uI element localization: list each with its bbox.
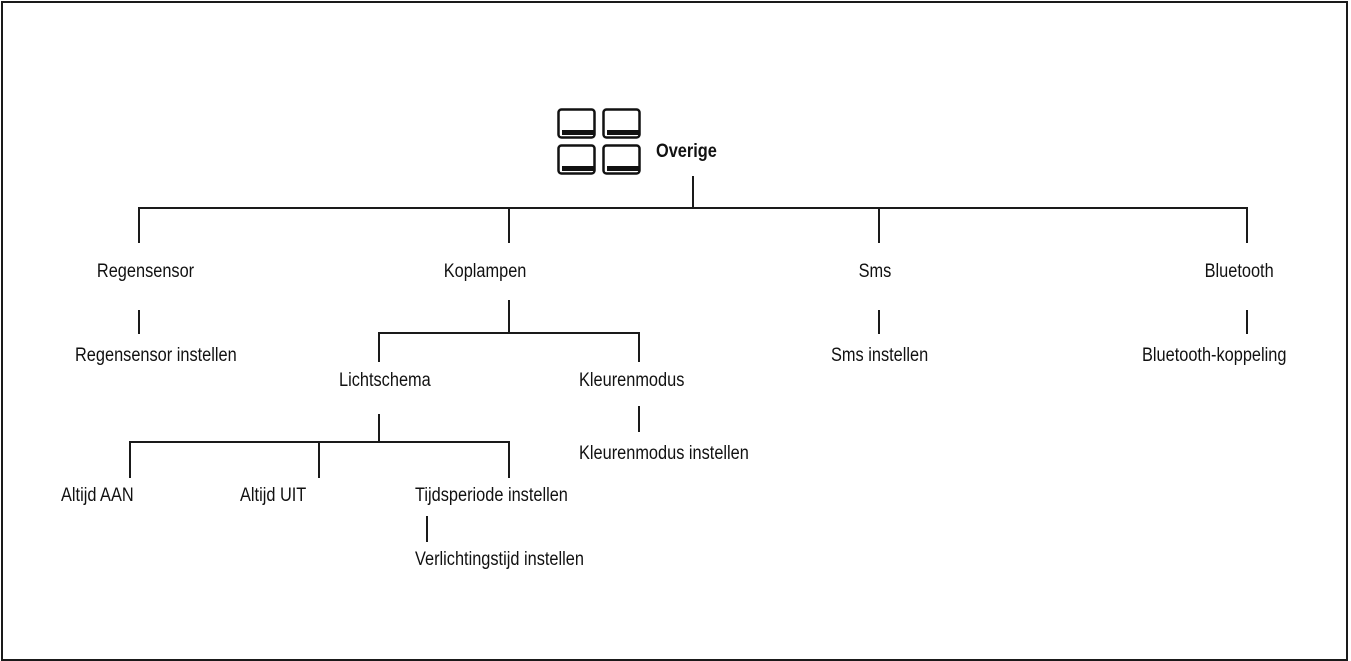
node-bluetooth-koppeling: Bluetooth-koppeling [1142, 345, 1287, 366]
node-verlichtingstijd-instellen: Verlichtingstijd instellen [415, 549, 584, 570]
node-lichtschema: Lichtschema [339, 370, 431, 391]
node-kleurenmodus-instellen: Kleurenmodus instellen [579, 443, 749, 464]
connector-lines [129, 176, 1248, 542]
node-altijd-aan: Altijd AAN [61, 485, 134, 506]
four-squares-menu-icon [557, 108, 641, 175]
node-sms-instellen: Sms instellen [831, 345, 929, 366]
node-sms: Sms [858, 261, 892, 282]
node-kleurenmodus: Kleurenmodus [579, 370, 685, 391]
node-altijd-uit: Altijd UIT [240, 485, 307, 506]
node-tijdsperiode-instellen: Tijdsperiode instellen [415, 485, 568, 506]
node-regensensor: Regensensor [96, 261, 195, 282]
node-koplampen: Koplampen [443, 261, 527, 282]
root-node-overige: Overige [656, 141, 717, 162]
node-bluetooth: Bluetooth [1204, 261, 1274, 282]
node-regensensor-instellen: Regensensor instellen [75, 345, 237, 366]
